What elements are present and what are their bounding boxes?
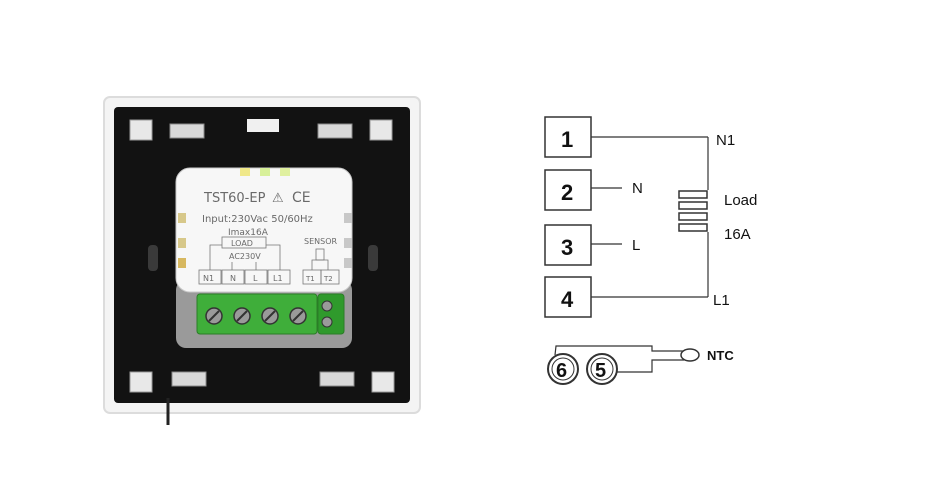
model-label: TST60-EP	[203, 191, 266, 206]
warning-icon: ⚠	[272, 191, 284, 206]
terminal-label: N1	[203, 274, 214, 283]
terminal-label: L	[253, 274, 258, 283]
module-sensor-element	[315, 248, 325, 261]
ntc-probe-icon	[680, 348, 700, 362]
clip-top-slot-right	[317, 123, 353, 139]
terminal-number-1: 1	[561, 127, 573, 152]
sensor-number-5: 5	[595, 360, 606, 382]
screw-slot	[236, 310, 248, 322]
load-label: Load	[724, 192, 757, 209]
terminal-number-3: 3	[561, 235, 573, 260]
terminal-label: L1	[273, 274, 283, 283]
clip-bottom-left	[129, 371, 153, 393]
terminal-label: N	[230, 274, 236, 283]
terminal-box-l	[244, 269, 268, 285]
terminal-number-4: 4	[561, 287, 574, 312]
sensor-terminal-label: T1	[305, 275, 315, 283]
sensor-box-t2	[320, 269, 340, 285]
terminal-block-green	[196, 293, 318, 335]
clip-bottom-slot-left	[171, 371, 207, 387]
led-indicator-2	[260, 168, 270, 176]
ntc-label: NTC	[707, 348, 734, 363]
sensor-wire-bottom	[617, 359, 684, 373]
sensor-terminal-5-inner	[590, 357, 614, 381]
sensor-block-green	[317, 293, 345, 335]
screw-slot	[264, 310, 276, 322]
wiring-diagram: 1 2 3 4 N1 N L L1 Load 16A 6	[544, 116, 757, 385]
terminal-box-4	[544, 276, 592, 318]
vent-left-3	[178, 258, 186, 268]
module-load-line-2	[266, 244, 281, 270]
clip-top-slot-left	[169, 123, 205, 139]
sensor-number-6: 6	[556, 360, 567, 382]
label-l1: L1	[713, 292, 730, 309]
clip-top-center	[247, 119, 279, 132]
load-rating-label: 16A	[724, 226, 751, 243]
clip-bottom-slot-right	[319, 371, 355, 387]
terminal-label-row: N1 N L L1 T1 T2	[198, 269, 340, 285]
load-box	[221, 236, 267, 249]
terminal-box-n1	[198, 269, 222, 285]
vent-right-1	[344, 213, 352, 223]
screw-slot	[292, 310, 304, 322]
sensor-terminal-label: T2	[323, 275, 333, 283]
imax-label: Imax16A	[228, 228, 269, 238]
thermostat-back-photo: TST60-EP ⚠ CE Input:230Vac 50/60Hz Imax1…	[103, 96, 421, 425]
terminal-number-2: 2	[561, 180, 573, 205]
label-l: L	[632, 237, 640, 254]
sensor-label: SENSOR	[304, 237, 337, 246]
vent-left-2	[178, 238, 186, 248]
clip-top-right	[369, 119, 393, 141]
screw-hole-right	[368, 245, 378, 271]
sensor-terminal-6-inner	[551, 357, 575, 381]
clip-bottom-right	[371, 371, 395, 393]
ac-voltage-label: AC230V	[229, 252, 261, 261]
sensor-wire-top	[554, 345, 684, 356]
load-box-label: LOAD	[231, 239, 253, 248]
load-heater-icon	[678, 190, 708, 232]
screw-icon	[321, 316, 333, 328]
screw-icon	[321, 300, 333, 312]
input-rating-label: Input:230Vac 50/60Hz	[202, 214, 313, 225]
vent-right-3	[344, 258, 352, 268]
led-indicator-1	[240, 168, 250, 176]
screw-slot	[208, 310, 220, 322]
terminal-box-1	[544, 116, 592, 158]
module-load-line	[209, 244, 222, 270]
ce-mark-icon: CE	[292, 190, 311, 206]
vent-right-2	[344, 238, 352, 248]
clip-top-left	[129, 119, 153, 141]
label-n1: N1	[716, 132, 735, 149]
vent-left-1	[178, 213, 186, 223]
terminal-box-l1	[267, 269, 291, 285]
terminal-box-2	[544, 169, 592, 211]
terminal-screws	[205, 300, 333, 328]
screw-hole-left	[148, 245, 158, 271]
label-n: N	[632, 180, 643, 197]
led-indicator-3	[280, 168, 290, 176]
terminal-box-n	[221, 269, 245, 285]
terminal-box-3	[544, 224, 592, 266]
